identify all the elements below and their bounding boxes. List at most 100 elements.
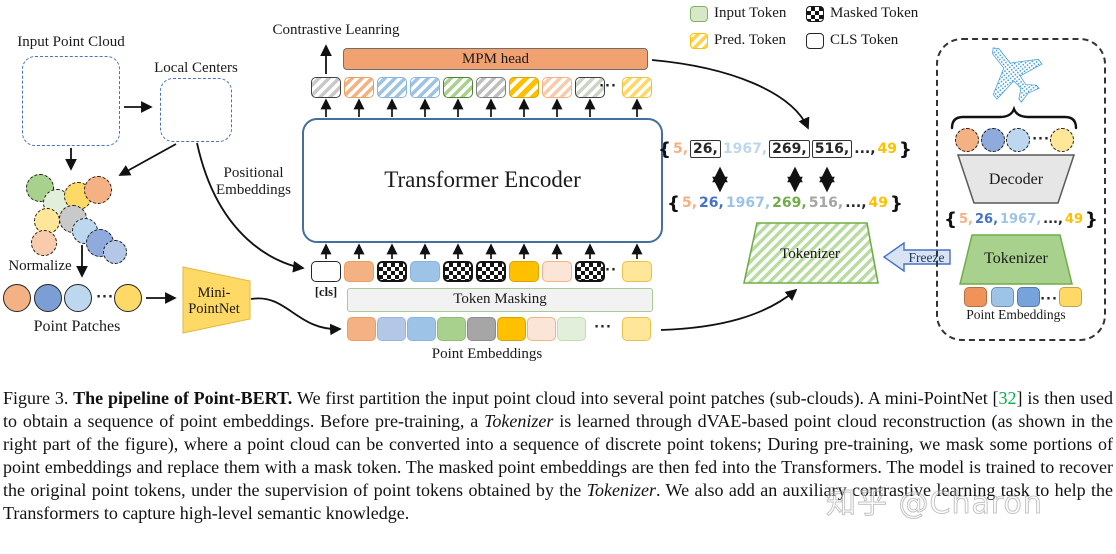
ellipsis: ··· <box>1032 132 1050 147</box>
tokenizer-frozen-shape <box>743 222 879 284</box>
figure-caption: Figure 3. The pipeline of Point-BERT. We… <box>3 387 1113 525</box>
token-masking-block <box>347 288 653 312</box>
brace: } <box>890 192 903 214</box>
masked-token-swatch <box>806 6 824 22</box>
caption-segment: 32 <box>998 388 1017 408</box>
embedding-token-4 <box>437 317 466 341</box>
embedding-token-7 <box>527 317 556 341</box>
token-id: 49 <box>1064 211 1083 227</box>
token-id: 26, <box>690 140 721 158</box>
token-id: 49 <box>868 195 889 211</box>
brace-icon <box>950 105 1078 130</box>
pred-token-swatch <box>690 33 708 49</box>
embedding-token-2 <box>377 317 406 341</box>
local-centers-label: Local Centers <box>154 60 238 76</box>
watermark: 知乎 @Charon <box>826 486 1043 522</box>
input-token-swatch <box>690 6 708 22</box>
ellipsis: ··· <box>1040 292 1058 307</box>
flow-arrows <box>65 44 810 336</box>
caption-segment: Tokenizer <box>484 411 554 431</box>
input-token-11 <box>622 261 652 282</box>
token-id: 269, <box>772 195 807 211</box>
token-id: ..., <box>845 195 867 211</box>
dvae-embedding-square <box>964 287 987 307</box>
patch-circle <box>64 284 92 312</box>
figure-graphics-layer <box>47 44 1078 336</box>
output-token-1 <box>311 77 341 98</box>
input-token-7 <box>509 261 539 282</box>
token-id: 5, <box>672 141 689 157</box>
embedding-token-5 <box>467 317 496 341</box>
output-token-3 <box>377 77 407 98</box>
input-token-3 <box>377 261 407 282</box>
embedding-token-8 <box>557 317 586 341</box>
caption-segment: We first partition the input point cloud… <box>297 388 999 408</box>
dvae-patch-circle <box>1006 128 1030 152</box>
output-token-8 <box>542 77 572 98</box>
token-id: 26, <box>974 211 999 227</box>
output-token-2 <box>344 77 374 98</box>
transformer-encoder-block <box>302 118 663 243</box>
token-id: ..., <box>1043 211 1063 227</box>
input-token-9 <box>575 261 605 282</box>
positional-embeddings-label: Positional Embeddings <box>216 165 291 198</box>
output-token-9 <box>575 77 605 98</box>
dvae-embedding-square <box>1059 287 1082 307</box>
input-token-1 <box>311 261 341 282</box>
dvae-patch-circle <box>981 128 1005 152</box>
token-id: 516, <box>811 140 853 158</box>
output-token-4 <box>410 77 440 98</box>
token-id: 516, <box>808 195 844 211</box>
freeze-arrow <box>882 241 951 273</box>
embedding-token-3 <box>407 317 436 341</box>
normalize-label: Normalize <box>8 258 72 274</box>
dvae-panel <box>936 38 1106 341</box>
input-point-cloud-label: Input Point Cloud <box>17 34 125 50</box>
token-id: 1967, <box>722 141 768 157</box>
token-id: 26, <box>699 195 724 211</box>
patch-circle <box>114 284 142 312</box>
input-token-8 <box>542 261 572 282</box>
ellipsis: ··· <box>594 320 612 335</box>
token-match-arrows <box>712 166 835 193</box>
caption-segment: Figure 3. <box>3 388 74 408</box>
caption-segment: ] is then used to obtain a sequence of p… <box>3 388 1114 431</box>
dvae-embedding-square <box>1017 287 1040 307</box>
dvae-patch-circle <box>1050 128 1074 152</box>
dvae-embedding-square <box>991 287 1014 307</box>
legend-label: Masked Token <box>830 5 919 21</box>
legend-label: Pred. Token <box>714 32 786 48</box>
token-id: 5, <box>959 211 973 227</box>
input-token-6 <box>476 261 506 282</box>
token-id: 5, <box>681 195 698 211</box>
ellipsis: ··· <box>599 78 617 94</box>
mini-pointnet-label: Mini- PointNet <box>188 285 240 318</box>
groundtruth-token-sequence: {5,26,1967,269,516,...,49} <box>655 192 915 214</box>
brace: { <box>658 138 671 160</box>
mpm-head-block <box>343 48 648 70</box>
output-token-5 <box>443 77 473 98</box>
freeze-label: Freeze <box>908 250 945 265</box>
transformer-encoder-label: Transformer Encoder <box>384 167 581 192</box>
embedding-token-6 <box>497 317 526 341</box>
cluster-circle <box>103 240 127 264</box>
figure-canvas: MPM head Transformer Encoder Token Maski… <box>3 5 1106 362</box>
tokenizer-shape <box>959 234 1073 285</box>
brace: { <box>667 192 680 214</box>
token-column-arrows <box>320 98 643 259</box>
token-id: 269, <box>769 140 810 158</box>
point-embeddings-label: Point Embeddings <box>431 346 543 362</box>
mini-pointnet-shape <box>182 266 251 334</box>
tokenizer-label: Tokenizer <box>984 250 1048 267</box>
decoder-label: Decoder <box>988 171 1044 188</box>
point-embeddings-right-label: Point Embeddings <box>966 307 1066 322</box>
dvae-token-sequence: {5,26,1967,...,49} <box>936 208 1106 230</box>
ellipsis: ··· <box>96 290 114 305</box>
token-id: 1967, <box>725 195 771 211</box>
patch-circle <box>3 284 31 312</box>
legend-label: Input Token <box>714 5 787 21</box>
caption-segment: Tokenizer <box>586 480 656 500</box>
brace: } <box>1085 208 1098 230</box>
point-patches-label: Point Patches <box>33 318 121 335</box>
